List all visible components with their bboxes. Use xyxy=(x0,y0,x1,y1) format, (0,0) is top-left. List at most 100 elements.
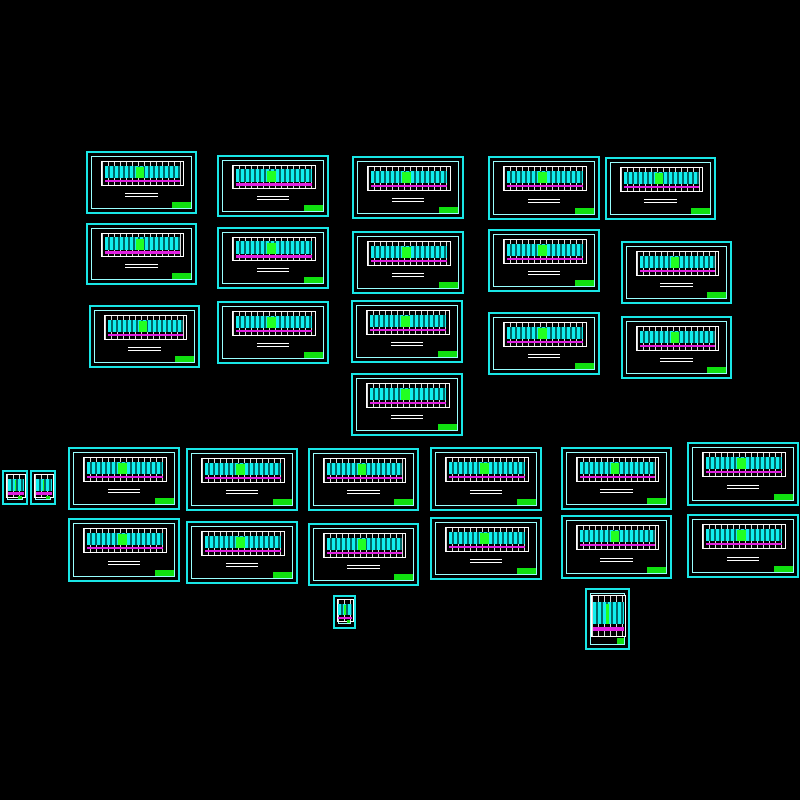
floor-plan xyxy=(200,531,286,556)
drawing-sheet[interactable] xyxy=(351,300,463,363)
drawing-sheet[interactable] xyxy=(351,373,463,436)
drawing-sheet[interactable] xyxy=(352,156,464,219)
floor-plan xyxy=(322,458,407,483)
plan-core xyxy=(118,533,127,546)
drawing-sheet[interactable] xyxy=(585,588,630,650)
drawing-notes xyxy=(660,358,693,364)
title-block xyxy=(171,273,191,279)
sheet-border xyxy=(91,156,192,209)
drawing-sheet[interactable] xyxy=(89,305,200,368)
drawing-sheet[interactable] xyxy=(308,523,419,586)
drawing-notes xyxy=(527,354,561,360)
drawing-sheet[interactable] xyxy=(352,231,464,294)
drawing-sheet[interactable] xyxy=(605,157,716,220)
drawing-sheet[interactable] xyxy=(621,241,732,304)
drawing-notes xyxy=(347,565,380,571)
plan-core xyxy=(605,603,610,625)
plan-beams xyxy=(507,340,583,343)
floor-plan xyxy=(502,239,588,264)
drawing-notes xyxy=(391,198,425,204)
drawing-sheet[interactable] xyxy=(30,470,56,505)
floor-plan xyxy=(635,326,720,351)
drawing-notes xyxy=(644,199,677,205)
drawing-sheet[interactable] xyxy=(488,229,600,292)
drawing-sheet[interactable] xyxy=(186,521,298,584)
sheet-border xyxy=(566,452,667,505)
floor-plan xyxy=(701,452,787,478)
plan-core xyxy=(267,316,276,328)
drawing-sheet[interactable] xyxy=(488,312,600,375)
drawing-sheet[interactable] xyxy=(308,448,419,511)
drawing-notes xyxy=(600,557,633,564)
drawing-sheet[interactable] xyxy=(561,515,672,579)
sheet-border xyxy=(493,317,595,370)
drawing-sheet[interactable] xyxy=(488,156,600,220)
drawing-sheet[interactable] xyxy=(2,470,28,505)
plan-beams xyxy=(205,476,281,479)
title-block xyxy=(154,570,174,576)
drawing-sheet[interactable] xyxy=(68,518,180,582)
sheet-border xyxy=(692,447,794,501)
plan-beams xyxy=(507,257,583,260)
title-block xyxy=(438,282,458,288)
drawing-sheet[interactable] xyxy=(333,595,356,629)
plan-core xyxy=(480,462,489,475)
plan-core xyxy=(357,463,367,475)
sheet-border xyxy=(692,519,794,573)
drawing-sheet[interactable] xyxy=(687,514,799,578)
sheet-border xyxy=(435,522,537,575)
drawing-sheet[interactable] xyxy=(217,301,329,364)
drawing-sheet[interactable] xyxy=(217,155,329,217)
title-block xyxy=(303,352,323,358)
plan-core xyxy=(538,171,547,184)
plan-core xyxy=(135,166,145,178)
drawing-sheet[interactable] xyxy=(86,223,197,285)
floor-plan xyxy=(635,251,720,276)
drawing-notes xyxy=(125,193,158,199)
drawing-sheet[interactable] xyxy=(430,517,542,580)
plan-core xyxy=(670,331,680,343)
title-block xyxy=(303,205,323,211)
plan-beams xyxy=(507,185,583,188)
plan-core xyxy=(14,479,17,491)
plan-beams xyxy=(370,328,446,331)
drawing-notes xyxy=(469,559,503,565)
sheet-border xyxy=(357,161,459,214)
drawing-sheet[interactable] xyxy=(687,442,799,506)
floor-plan xyxy=(502,322,588,347)
sheet-border xyxy=(626,321,727,374)
drawing-sheet[interactable] xyxy=(217,227,329,289)
sheet-border xyxy=(493,161,595,215)
plan-beams xyxy=(449,545,525,548)
plan-core xyxy=(402,246,411,258)
plan-core xyxy=(267,170,276,182)
drawing-sheet[interactable] xyxy=(86,151,197,214)
drawing-sheet[interactable] xyxy=(186,448,298,511)
floor-plan xyxy=(82,457,168,482)
plan-core xyxy=(610,462,620,474)
drawing-sheet[interactable] xyxy=(430,447,542,511)
title-block xyxy=(516,568,536,574)
drawing-sheet[interactable] xyxy=(561,447,672,510)
drawing-sheet[interactable] xyxy=(621,316,732,379)
floor-plan xyxy=(6,474,26,499)
drawing-notes xyxy=(225,490,259,496)
plan-beams xyxy=(236,255,312,258)
plan-beams xyxy=(338,616,353,619)
title-block xyxy=(437,424,457,430)
plan-beams xyxy=(371,259,447,262)
plan-beams xyxy=(580,544,655,547)
sheet-border xyxy=(610,162,711,215)
title-block xyxy=(646,498,666,504)
floor-plan xyxy=(82,528,168,554)
title-block xyxy=(574,363,594,369)
floor-plan xyxy=(200,458,286,483)
plan-beams xyxy=(640,344,715,347)
floor-plan xyxy=(231,237,317,262)
title-block xyxy=(616,638,624,644)
title-block xyxy=(706,292,726,298)
floor-plan xyxy=(365,383,451,408)
drawing-sheet[interactable] xyxy=(68,447,180,510)
drawing-notes xyxy=(225,563,259,569)
